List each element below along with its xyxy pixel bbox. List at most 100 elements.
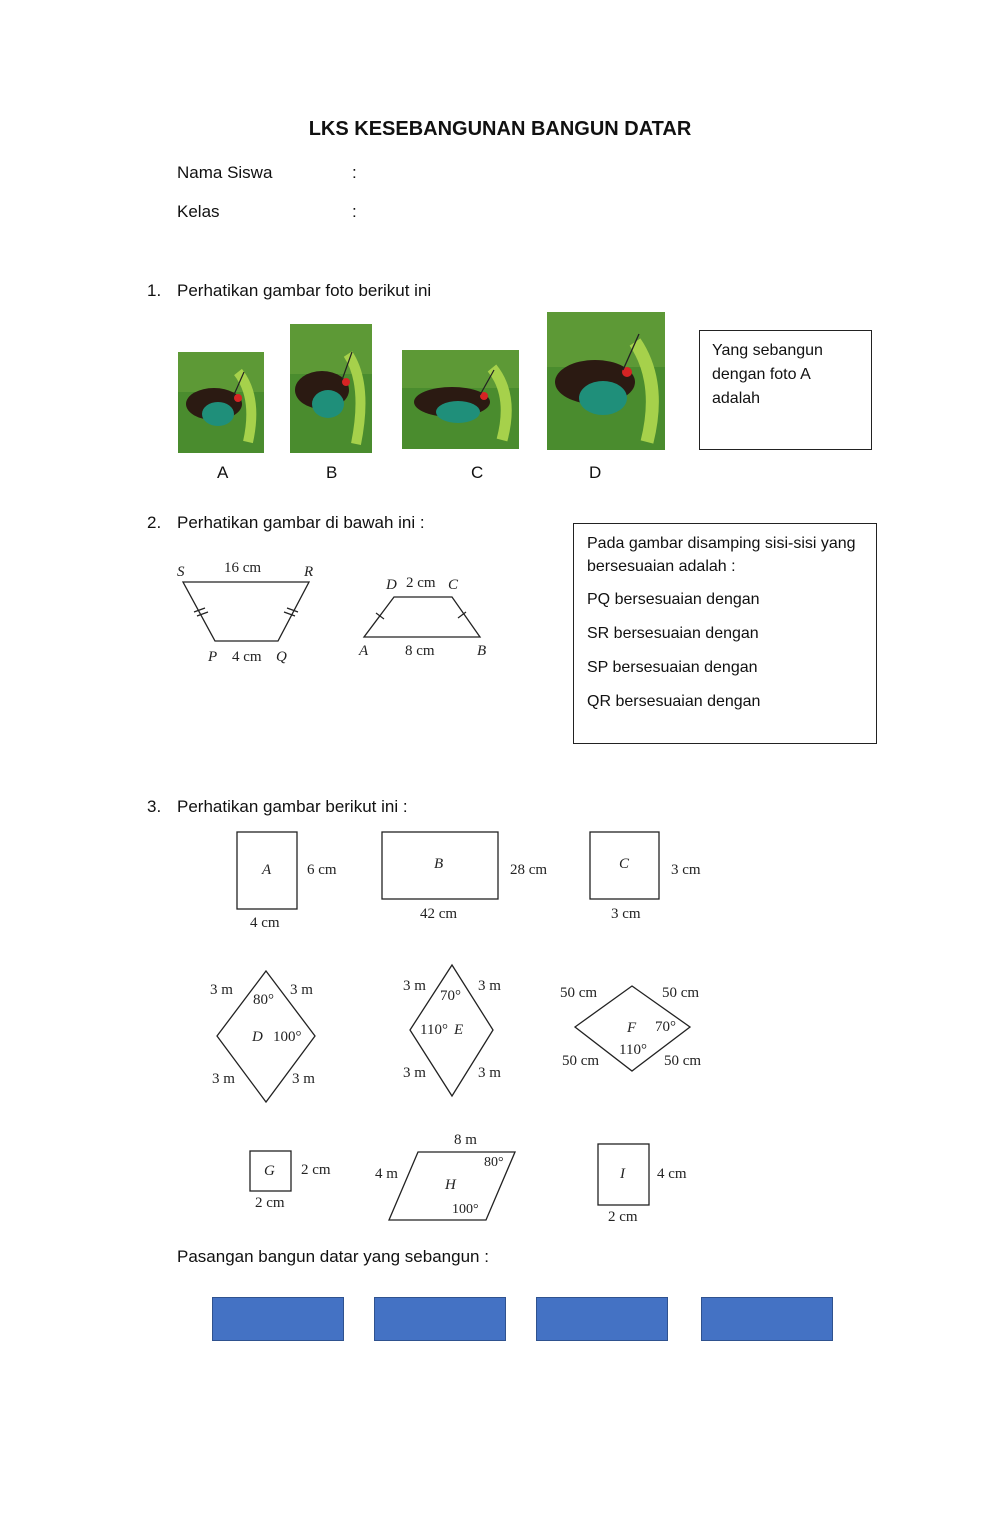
shape-h-name: H (444, 1177, 457, 1193)
trap1-top-length: 16 cm (224, 560, 261, 576)
shape-h-side: 4 m (375, 1166, 398, 1182)
vertex-b: B (477, 643, 486, 659)
shape-b (381, 831, 499, 900)
shape-i-base: 2 cm (608, 1209, 638, 1225)
shape-h-angle-bottom: 100° (452, 1202, 479, 1217)
tick-mark (457, 611, 467, 619)
tick-mark (286, 607, 299, 613)
shape-d-angle-right: 100° (273, 1029, 302, 1045)
vertex-p: P (207, 649, 217, 665)
shape-h (388, 1151, 516, 1221)
vertex-s: S (177, 564, 185, 580)
shape-e-angle-left: 110° (420, 1022, 448, 1038)
butterfly-photo-icon (178, 352, 264, 453)
answer-box-2[interactable] (374, 1297, 506, 1341)
photo-b (290, 324, 372, 453)
shape-f-angle-bottom: 110° (619, 1042, 647, 1058)
shape-d-name: D (251, 1029, 263, 1045)
tick-mark (193, 607, 206, 613)
shape-f-tl: 50 cm (560, 985, 597, 1001)
shape-b-name: B (434, 856, 443, 872)
class-colon: : (352, 202, 357, 221)
shape-e-bl: 3 m (403, 1065, 426, 1081)
shape-i-side: 4 cm (657, 1166, 687, 1182)
tick-mark (283, 611, 296, 617)
shape-h-top: 8 m (454, 1132, 477, 1148)
shape-c-base: 3 cm (611, 906, 641, 922)
shape-g-name: G (264, 1163, 275, 1179)
q2-prompt: Perhatikan gambar di bawah ini : (177, 513, 425, 532)
butterfly-photo-icon (402, 350, 519, 449)
butterfly-photo-icon (290, 324, 372, 453)
name-colon: : (352, 163, 357, 182)
answer-box-1[interactable] (212, 1297, 344, 1341)
shape-a-side: 6 cm (307, 862, 337, 878)
shape-d-br: 3 m (292, 1071, 315, 1087)
tick-mark (375, 612, 385, 620)
q2-number: 2. (147, 513, 162, 532)
shape-d-tl: 3 m (210, 982, 233, 998)
shape-c-side: 3 cm (671, 862, 701, 878)
vertex-d: D (385, 577, 397, 593)
photo-label-a: A (217, 463, 229, 482)
answer-box-4[interactable] (701, 1297, 833, 1341)
shape-d-bl: 3 m (212, 1071, 235, 1087)
vertex-c: C (448, 577, 459, 593)
shape-g-base: 2 cm (255, 1195, 285, 1211)
page-title: LKS KESEBANGUNAN BANGUN DATAR (308, 118, 692, 140)
shape-e-tl: 3 m (403, 978, 426, 994)
answer-box-3[interactable] (536, 1297, 668, 1341)
photo-label-d: D (589, 463, 602, 482)
q2-line-sr: SR bersesuaian dengan (587, 625, 759, 642)
shape-b-side: 28 cm (510, 862, 547, 878)
vertex-a: A (358, 643, 369, 659)
shape-a-name: A (261, 862, 272, 878)
shape-f-br: 50 cm (664, 1053, 701, 1069)
shape-f-tr: 50 cm (662, 985, 699, 1001)
q3-prompt: Perhatikan gambar berikut ini : (177, 797, 408, 816)
tick-mark (196, 611, 209, 617)
shape-a-base: 4 cm (250, 915, 280, 931)
photo-c (402, 350, 519, 449)
trapezoid-pqrs (181, 581, 311, 642)
shape-e-br: 3 m (478, 1065, 501, 1081)
q2-answer-box[interactable]: Pada gambar disamping sisi-sisi yang ber… (573, 523, 877, 744)
shape-d-tr: 3 m (290, 982, 313, 998)
shape-e (409, 963, 494, 1098)
pairs-label: Pasangan bangun datar yang sebangun : (177, 1247, 489, 1266)
shape-d (216, 969, 316, 1104)
shape-e-name: E (453, 1022, 463, 1038)
q1-number: 1. (147, 281, 162, 300)
shape-f (573, 985, 692, 1072)
trap2-bottom-length: 8 cm (405, 643, 435, 659)
class-label: Kelas (177, 202, 220, 221)
shape-g-side: 2 cm (301, 1162, 331, 1178)
q1-answer-box[interactable]: Yang sebangun dengan foto A adalah (699, 330, 872, 450)
shape-f-angle-right: 70° (655, 1019, 676, 1035)
photo-a (178, 352, 264, 453)
shape-i (597, 1143, 650, 1206)
q3-shapes: A 6 cm 4 cm B 28 cm 42 cm C 3 cm 3 cm 3 … (210, 831, 701, 1225)
shape-c-name: C (619, 856, 630, 872)
trap2-top-length: 2 cm (406, 575, 436, 591)
q3-number: 3. (147, 797, 162, 816)
shape-f-bl: 50 cm (562, 1053, 599, 1069)
vertex-r: R (303, 564, 313, 580)
shape-c (589, 831, 660, 900)
q2-line-sp: SP bersesuaian dengan (587, 659, 758, 676)
trap1-bottom-length: 4 cm (232, 649, 262, 665)
photo-label-c: C (471, 463, 484, 482)
q1-prompt: Perhatikan gambar foto berikut ini (177, 281, 432, 300)
photo-label-b: B (326, 463, 338, 482)
photo-d (547, 312, 665, 450)
shape-b-base: 42 cm (420, 906, 457, 922)
q2-line-pq: PQ bersesuaian dengan (587, 591, 760, 608)
shape-f-name: F (626, 1020, 637, 1036)
shape-d-angle-top: 80° (253, 992, 274, 1008)
vertex-q: Q (276, 649, 287, 665)
q1-answer-text: Yang sebangun dengan foto A adalah (712, 342, 823, 407)
shape-h-angle-top: 80° (484, 1155, 504, 1170)
shape-a (236, 831, 298, 910)
q2-trapezoids: S 16 cm R P 4 cm Q D 2 cm C A 8 cm B (177, 560, 486, 665)
shape-g (249, 1150, 292, 1192)
